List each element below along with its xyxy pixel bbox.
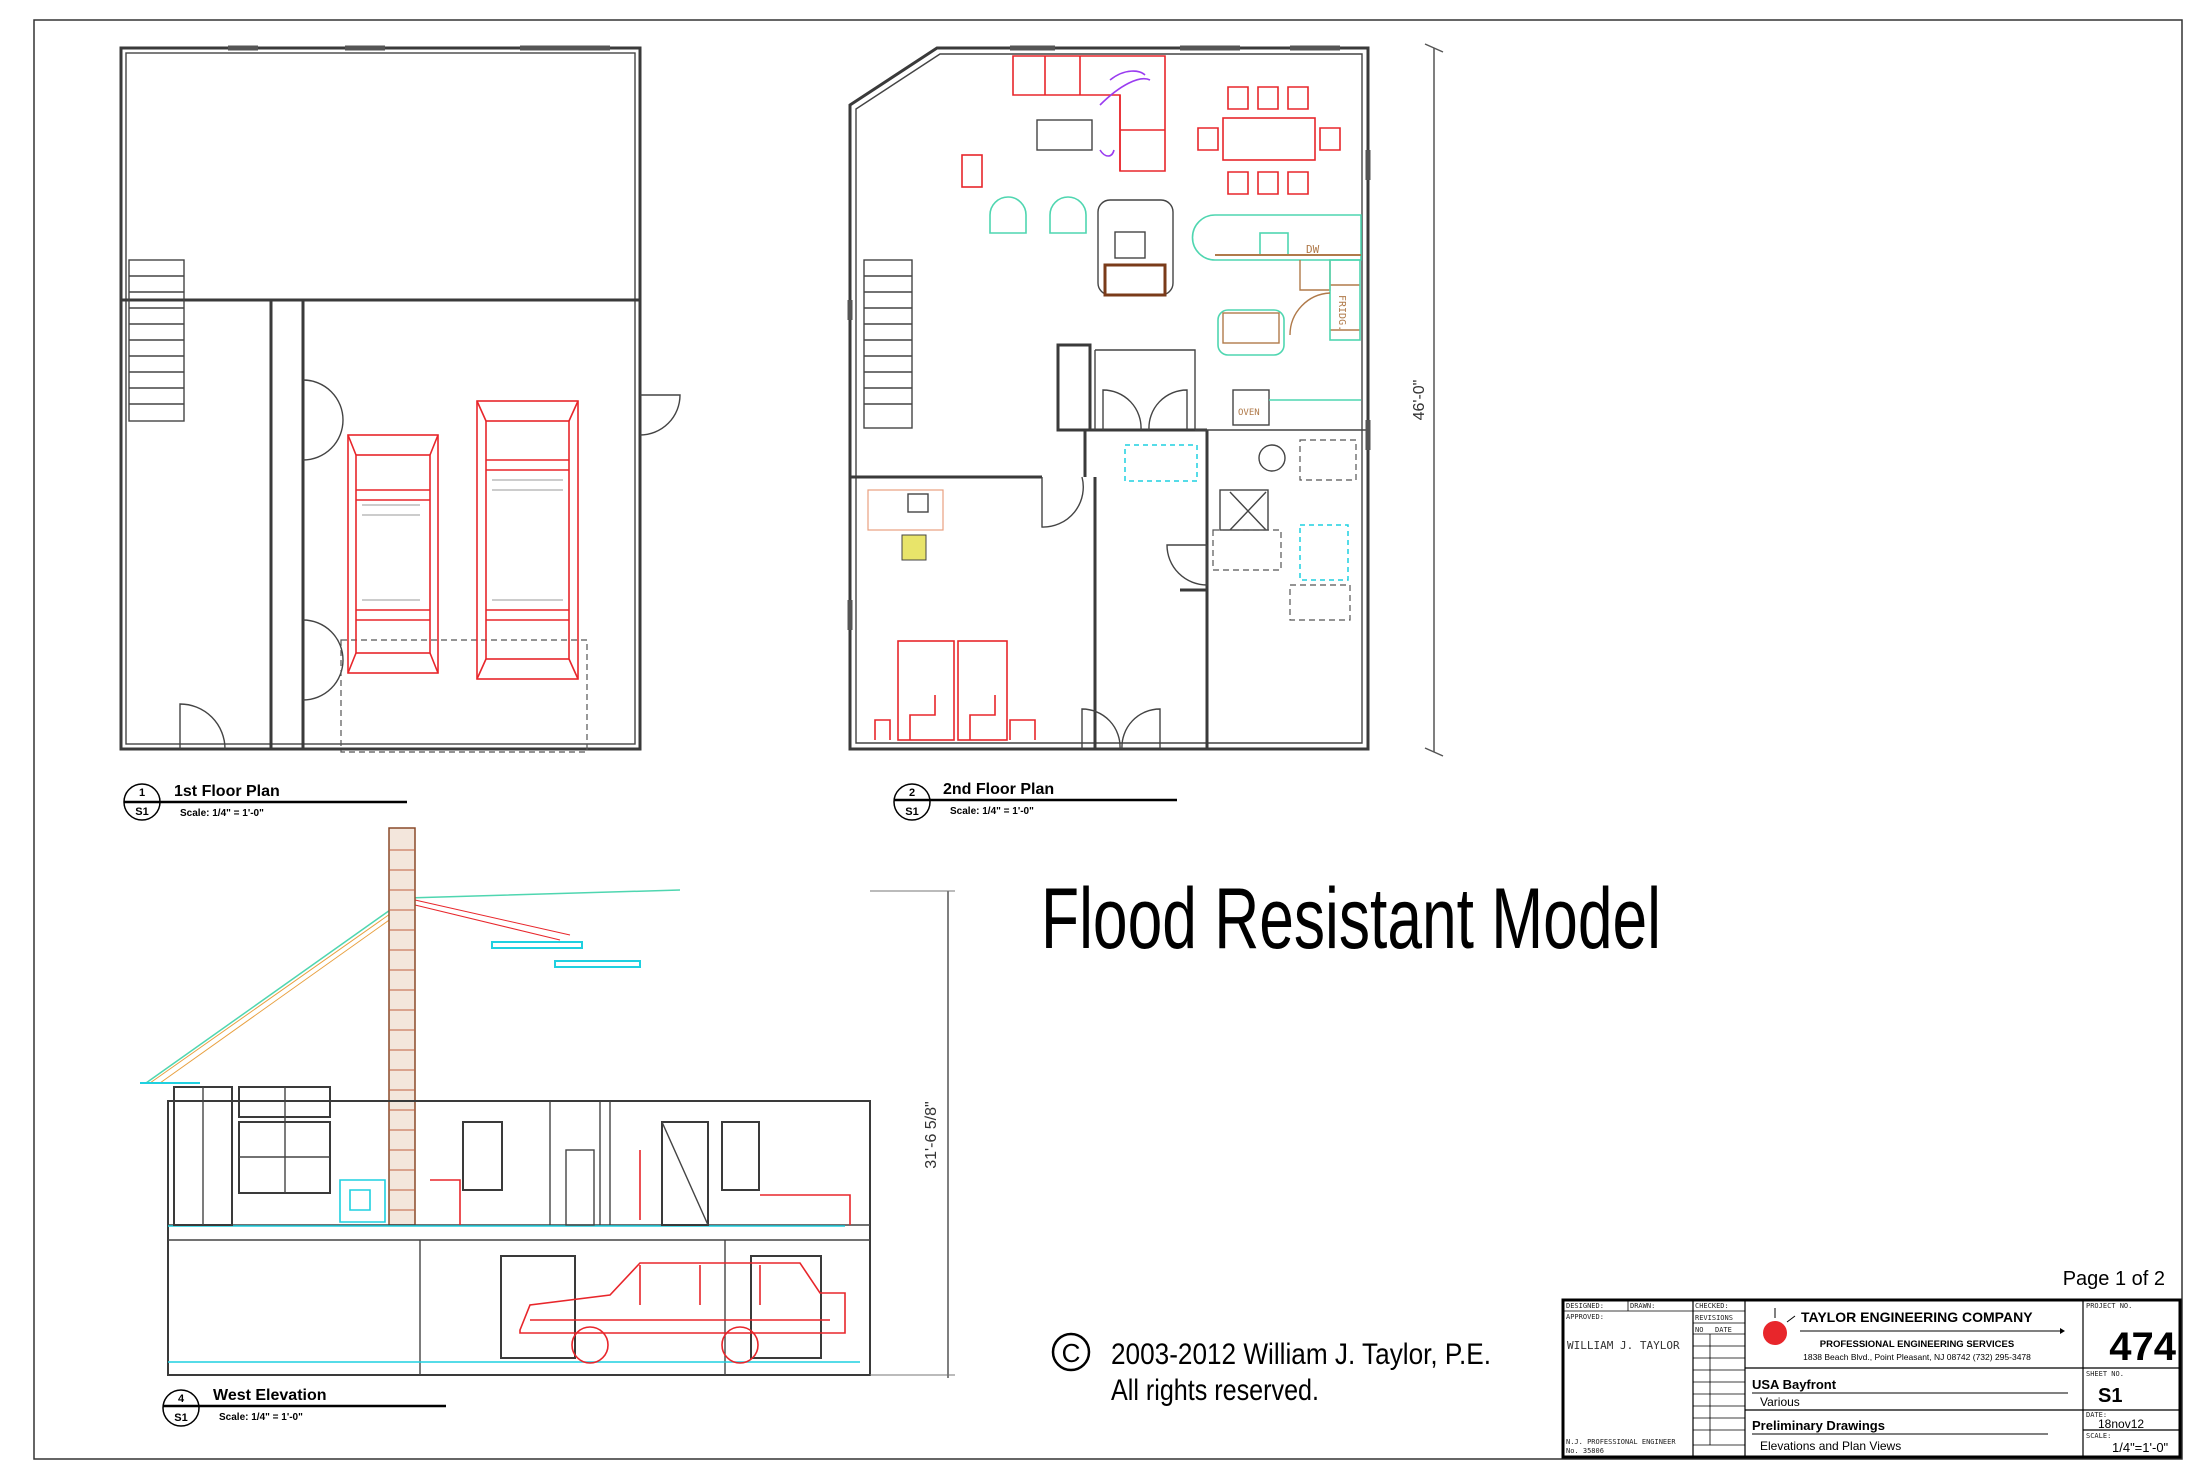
view-title: 2nd Floor Plan — [943, 781, 1054, 798]
revision-date-label: DATE — [1715, 1326, 1732, 1334]
page-number: Page 1 of 2 — [2063, 1268, 2165, 1290]
dining-table — [1197, 86, 1341, 195]
car-2 — [476, 400, 579, 680]
drawing-description: Elevations and Plan Views — [1760, 1439, 1901, 1453]
view-scale: Scale: 1/4" = 1'-0" — [219, 1412, 303, 1423]
kitchen-counter: DW FRIDG. OVEN — [1191, 214, 1362, 426]
engineer-name: WILLIAM J. TAYLOR — [1567, 1339, 1680, 1352]
chimney — [388, 827, 416, 1226]
view-number: 2 — [909, 787, 915, 799]
scale-value: 1/4"=1'-0" — [2112, 1440, 2169, 1455]
copyright-line-2: All rights reserved. — [1111, 1374, 1319, 1407]
garage-doors — [500, 1255, 822, 1359]
copyright-line-1: 2003-2012 William J. Taylor, P.E. — [1111, 1338, 1491, 1371]
first-floor-plan — [119, 45, 681, 753]
view-scale: Scale: 1/4" = 1'-0" — [180, 808, 264, 819]
svg-text:C: C — [1062, 1338, 1081, 1368]
checked-label: CHECKED: — [1695, 1302, 1729, 1310]
project-sub: Various — [1760, 1395, 1800, 1409]
sheet-number: S1 — [2098, 1385, 2122, 1407]
view-sheet: S1 — [905, 806, 918, 818]
company-address: 1838 Beach Blvd., Point Pleasant, NJ 087… — [1803, 1352, 2031, 1362]
view-title: 1st Floor Plan — [174, 783, 280, 800]
license-line-2: No. 35806 — [1566, 1447, 1604, 1455]
view-label-2nd-floor: 2 S1 2nd Floor Plan Scale: 1/4" = 1'-0" — [893, 781, 1177, 821]
dimension-plan-height: 46'-0" — [1411, 43, 1444, 757]
view-number: 1 — [139, 787, 145, 799]
date-value: 18nov12 — [2098, 1417, 2144, 1431]
second-floor-plan: DW FRIDG. OVEN — [847, 45, 1371, 751]
designed-label: DESIGNED: — [1566, 1302, 1604, 1310]
desk — [867, 489, 944, 561]
fridge-label: FRIDG. — [1336, 295, 1347, 331]
view-label-west-elevation: 4 S1 West Elevation Scale: 1/4" = 1'-0" — [162, 1387, 446, 1427]
windows — [173, 1086, 760, 1226]
sheet-no-label: SHEET NO. — [2086, 1370, 2124, 1378]
title-block: DESIGNED: DRAWN: CHECKED: APPROVED: REVI… — [1561, 1298, 2182, 1459]
dishwasher-label: DW — [1306, 243, 1320, 256]
view-label-1st-floor: 1 S1 1st Floor Plan Scale: 1/4" = 1'-0" — [123, 783, 407, 821]
revisions-label: REVISIONS — [1695, 1314, 1733, 1322]
west-elevation — [140, 827, 871, 1376]
sofa — [1012, 55, 1166, 172]
date-label: DATE: — [2086, 1411, 2107, 1419]
company-name: TAYLOR ENGINEERING COMPANY — [1801, 1309, 2033, 1325]
dimension-label: 31'-6 5/8" — [923, 1101, 940, 1168]
scale-label: SCALE: — [2086, 1432, 2111, 1440]
license-line-1: N.J. PROFESSIONAL ENGINEER — [1566, 1438, 1676, 1446]
view-sheet: S1 — [174, 1412, 187, 1424]
car-1 — [347, 434, 439, 674]
dimension-label: 46'-0" — [1411, 380, 1428, 421]
company-logo — [1763, 1308, 1796, 1345]
car-elevation — [519, 1262, 846, 1364]
oven-label: OVEN — [1238, 408, 1260, 418]
stairs — [128, 259, 185, 422]
approved-label: APPROVED: — [1566, 1313, 1604, 1321]
stairs — [863, 259, 913, 429]
drawing-type: Preliminary Drawings — [1752, 1418, 1885, 1433]
copyright-notice: © C 2003-2012 William J. Taylor, P.E. Al… — [1051, 1332, 1491, 1407]
project-number: 474 — [2109, 1325, 2176, 1369]
sheet-border — [33, 19, 2183, 1460]
project-name: USA Bayfront — [1752, 1377, 1837, 1392]
company-services: PROFESSIONAL ENGINEERING SERVICES — [1820, 1339, 2014, 1350]
view-title: West Elevation — [213, 1387, 327, 1404]
drawing-title: Flood Resistant Model — [1041, 871, 1661, 967]
revision-no-label: NO — [1695, 1326, 1703, 1334]
dimension-elevation-height: 31'-6 5/8" — [870, 890, 955, 1378]
view-number: 4 — [178, 1393, 185, 1405]
beds — [874, 640, 1036, 741]
view-scale: Scale: 1/4" = 1'-0" — [950, 806, 1034, 817]
project-no-label: PROJECT NO. — [2086, 1302, 2132, 1310]
drawn-label: DRAWN: — [1630, 1302, 1655, 1310]
view-sheet: S1 — [135, 806, 148, 818]
